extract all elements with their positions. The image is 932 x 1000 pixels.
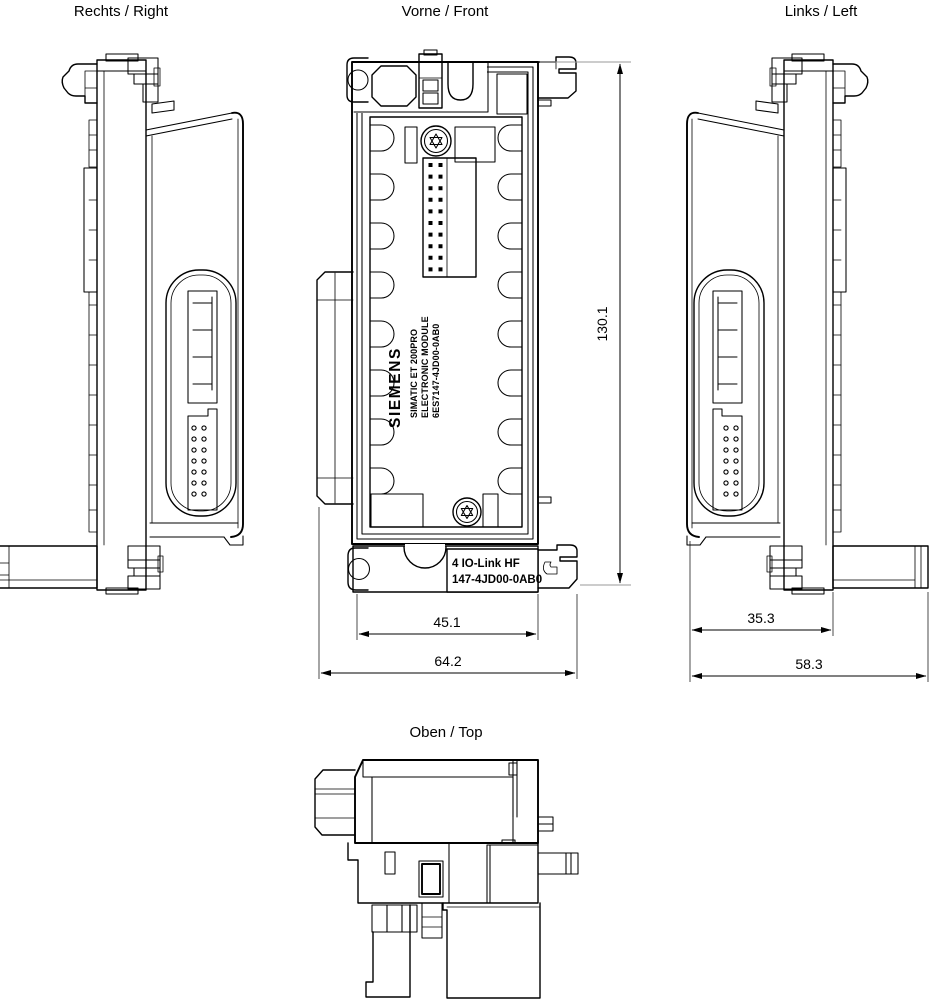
view-left-drawing <box>686 53 929 595</box>
dimension-front-overall-width: 64.2 <box>318 507 578 679</box>
top-notch <box>447 61 474 101</box>
dim-side-overall-text: 58.3 <box>795 656 822 672</box>
din-rail-left <box>832 545 929 589</box>
top-view-side-lug <box>314 769 356 836</box>
bottom-notch <box>403 546 447 569</box>
torx-screw-bottom <box>452 497 482 527</box>
view-label-front: Vorne / Front <box>402 3 490 20</box>
view-top-drawing <box>314 759 579 999</box>
view-right-drawing <box>0 53 244 595</box>
dimension-height: 130.1 <box>540 61 631 586</box>
dim-side-inner-text: 35.3 <box>747 610 774 626</box>
bottom-right-bracket <box>537 544 578 589</box>
pin-header-connector <box>422 157 477 278</box>
dimension-side-inner-depth: 35.3 <box>689 541 834 636</box>
module-type-text: ELECTRONIC MODULE <box>420 316 430 418</box>
view-label-left: Links / Left <box>785 3 858 20</box>
torx-screw-top <box>420 125 452 157</box>
coding-slider <box>418 53 443 109</box>
brand-text: SIEMENS <box>387 347 404 428</box>
bottom-label-line1: 4 IO-Link HF <box>452 558 520 570</box>
octagon-keyway <box>371 65 417 107</box>
view-front-drawing: SIEMENS SIMATIC ET 200PRO ELECTRONIC MOD… <box>316 49 578 593</box>
dimension-side-overall-depth: 58.3 <box>689 592 929 682</box>
front-panel <box>369 116 523 528</box>
top-left-lug <box>346 57 369 103</box>
top-view-slot <box>418 860 444 898</box>
dim-front-inner-text: 45.1 <box>433 614 460 630</box>
dimension-front-inner-width: 45.1 <box>356 594 539 640</box>
bottom-label-line2: 147-4JD00-0AB0 <box>452 574 542 586</box>
view-label-right: Rechts / Right <box>74 3 169 20</box>
bottom-left-lug <box>347 547 369 591</box>
view-label-top: Oben / Top <box>409 724 482 741</box>
dim-height-text: 130.1 <box>594 306 610 341</box>
front-left-plate <box>316 271 354 505</box>
dim-front-overall-text: 64.2 <box>434 653 461 669</box>
bottom-label-box: 4 IO-Link HF 147-4JD00-0AB0 <box>446 548 542 593</box>
top-right-bracket <box>537 56 577 99</box>
order-number-text: 6ES7147-4JD00-0AB0 <box>431 324 441 418</box>
product-line-text: SIMATIC ET 200PRO <box>409 329 419 418</box>
din-rail-right <box>0 545 98 589</box>
